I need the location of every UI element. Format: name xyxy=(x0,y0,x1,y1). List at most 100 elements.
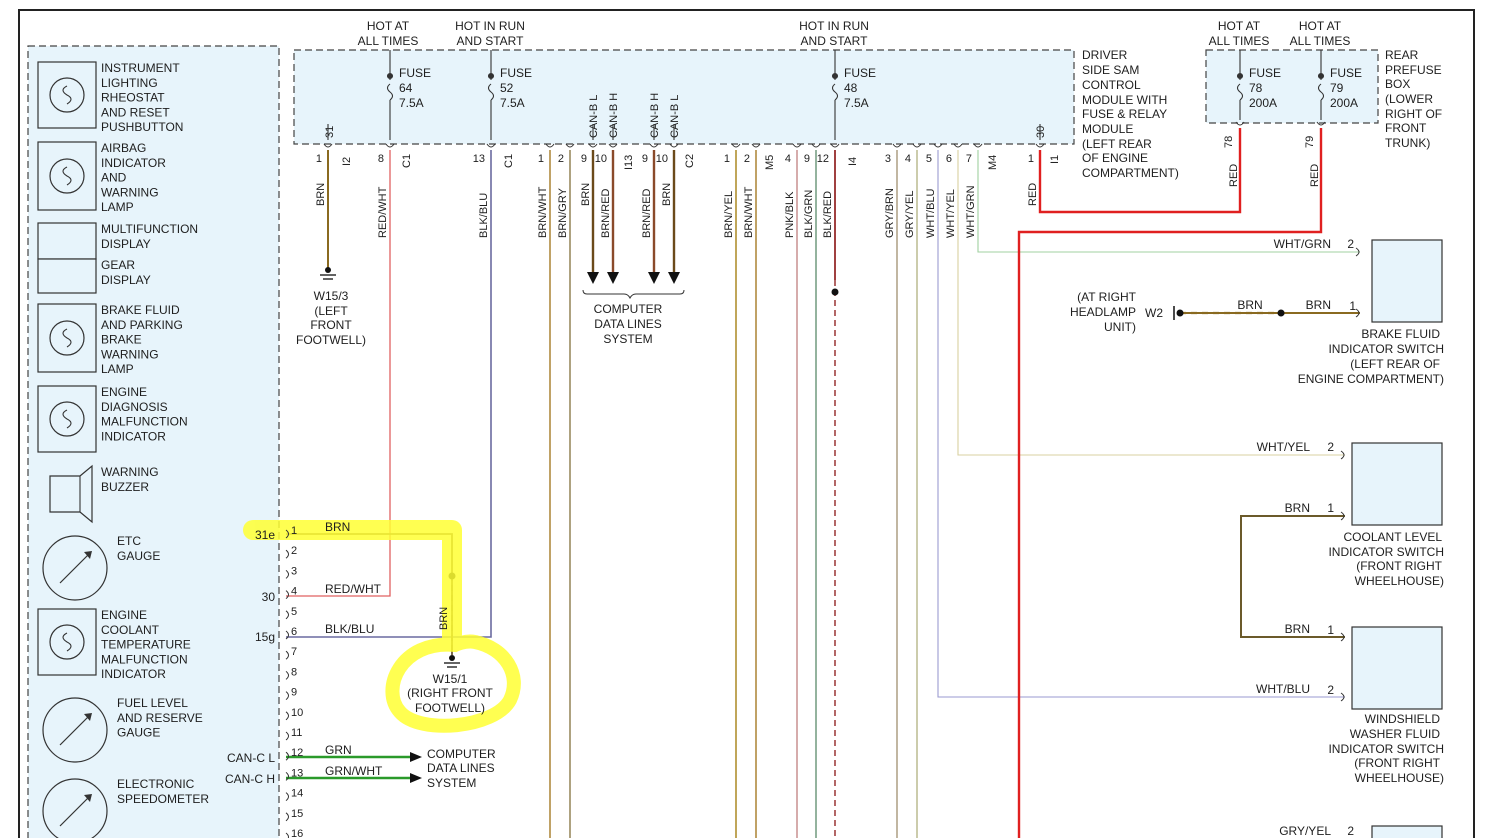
gauge-icon xyxy=(42,697,108,763)
wire-wht-yel-17 xyxy=(957,150,1345,456)
cluster-pin-arc-2 xyxy=(285,570,289,579)
cluster-pin-15: 16 xyxy=(291,828,303,838)
cluster-item-7-line-1: GAUGE xyxy=(117,549,160,563)
cluster-pin-2: 3 xyxy=(291,565,297,577)
cluster-data-lines-2: DATA LINES xyxy=(427,761,495,775)
data-arrow-0 xyxy=(587,272,599,284)
header-hot-in-run-2: HOT IN RUN xyxy=(799,19,869,33)
pin-wire-color-0: BRN xyxy=(315,183,327,206)
header-hot-at-all-times-3-line2: ALL TIMES xyxy=(1290,34,1351,48)
pin-number-16: 5 xyxy=(926,153,932,165)
switch-coolant-level: WHT/YEL 2 BRN 1 COOLANT LEVEL INDICATOR … xyxy=(1257,440,1444,588)
pin-wire-color-4: BRN/GRY xyxy=(557,187,569,238)
brake-switch-label-3: (LEFT REAR OF xyxy=(1350,357,1440,371)
data-arrow-3 xyxy=(668,272,680,284)
cluster-signal-can-c-h: CAN-C H xyxy=(225,772,275,786)
sam-data-lines-2: DATA LINES xyxy=(594,317,662,331)
pin-connector-5 xyxy=(588,143,598,148)
pin-connector-16 xyxy=(933,143,943,148)
connector-labels: I2 C1 C1 I13 C2 M5 I4 M4 I1 xyxy=(341,154,1061,170)
sam-can-b-h-1: CAN-B H xyxy=(608,93,620,138)
cluster-item-2-line-1: DISPLAY xyxy=(101,237,151,251)
ground-w15-3-loc2: FRONT xyxy=(310,318,352,332)
fuse-78-label: FUSE xyxy=(1249,66,1281,80)
gauge-icon xyxy=(42,778,108,838)
sam-label-1: DRIVER xyxy=(1082,48,1128,62)
ground-w2-label: W2 xyxy=(1145,306,1163,320)
pin-wire-color-7: BRN/RED xyxy=(641,188,653,238)
rear-box-label-6: FRONT xyxy=(1385,121,1427,135)
gauge-needle-10 xyxy=(59,795,91,827)
coolant-switch-pin-top: 2 xyxy=(1327,440,1334,454)
pin-wire-color-17: WHT/YEL xyxy=(945,189,957,238)
header-hot-at-all-times-1: HOT AT xyxy=(367,19,410,33)
pin-connector-8 xyxy=(669,143,679,148)
cluster-pin-4: 5 xyxy=(291,606,297,618)
cluster-item-4-line-4: LAMP xyxy=(101,362,134,376)
connector-i4: I4 xyxy=(847,157,859,166)
cluster-item-8-line-2: TEMPERATURE xyxy=(101,638,191,652)
cluster-item-6-line-0: WARNING xyxy=(101,465,159,479)
pin-connector-10 xyxy=(751,143,761,148)
pin-number-15: 4 xyxy=(905,153,911,165)
pin-number-4: 2 xyxy=(558,153,564,165)
pin-wire-color-8: BRN xyxy=(661,183,673,206)
rear-box-label-4: (LOWER xyxy=(1385,92,1433,106)
cluster-item-4-line-2: BRAKE xyxy=(101,333,142,347)
rear-pin-arc-0 xyxy=(1235,121,1245,126)
sam-label-9: COMPARTMENT) xyxy=(1082,166,1179,180)
ground-dot-1 xyxy=(449,655,455,661)
cluster-item-1-line-3: WARNING xyxy=(101,185,159,199)
fuse-48-number: 48 xyxy=(844,81,858,95)
sam-label-4: MODULE WITH xyxy=(1082,93,1167,107)
cluster-pin-14: 15 xyxy=(291,808,303,820)
rear-box-label-3: BOX xyxy=(1385,77,1410,91)
cluster-wire-red-wht: RED/WHT xyxy=(325,582,382,596)
cluster-item-8-line-3: MALFUNCTION xyxy=(101,652,188,666)
pin-connector-15 xyxy=(912,143,922,148)
cluster-pin-arc-10 xyxy=(285,731,289,741)
rear-pin-arc-1 xyxy=(1316,121,1326,126)
cluster-wire-grn-wht: GRN/WHT xyxy=(325,764,383,778)
sam-label-7: (LEFT REAR xyxy=(1082,137,1152,151)
lamp-box-4 xyxy=(37,303,97,373)
pin-wire-color-2: BLK/BLU xyxy=(478,193,490,238)
cluster-item-2-line-0: MULTIFUNCTION xyxy=(101,222,198,236)
cluster-item-1-line-2: AND xyxy=(101,171,127,185)
cluster-item-0-line-4: PUSHBUTTON xyxy=(101,120,183,134)
cluster-item-5-line-1: DIAGNOSIS xyxy=(101,400,168,414)
washer-switch-wire-top: BRN xyxy=(1285,622,1310,636)
switch-pin-arc-5 xyxy=(1340,692,1345,702)
pin-number-6: 10 xyxy=(595,153,607,165)
pin-connector-11 xyxy=(792,143,802,148)
fuse-64-rating: 7.5A xyxy=(399,96,424,110)
fuse-78-number: 78 xyxy=(1249,81,1263,95)
coolant-switch-label-1: COOLANT LEVEL xyxy=(1344,530,1443,544)
pin-wire-color-6: BRN/RED xyxy=(600,188,612,238)
pin-number-14: 3 xyxy=(885,153,891,165)
connector-c2: C2 xyxy=(684,154,696,168)
wire-wht-blu-16 xyxy=(937,150,1345,698)
pin-wire-color-18: WHT/GRN xyxy=(965,185,977,238)
sam-label-2: SIDE SAM xyxy=(1082,63,1139,77)
sam-can-b-l-1: CAN-B L xyxy=(588,95,600,138)
cluster-data-lines-3: SYSTEM xyxy=(427,776,476,790)
data-arrow-1 xyxy=(607,272,619,284)
w2-dot-left xyxy=(1176,309,1184,317)
cluster-pin-arc-13 xyxy=(285,792,289,801)
cluster-item-9-line-1: AND RESERVE xyxy=(117,711,203,725)
fuse-79-number: 79 xyxy=(1330,81,1344,95)
sam-pin-30: 30 xyxy=(1035,126,1047,138)
header-hot-in-run-2-line2: AND START xyxy=(801,34,869,48)
rear-prefuse-box xyxy=(1205,49,1379,124)
header-hot-in-run-1-line2: AND START xyxy=(457,34,525,48)
cluster-item-8-line-1: COOLANT xyxy=(101,623,160,637)
coolant-switch-wire-bottom: BRN xyxy=(1285,501,1310,515)
cluster-item-8-line-4: INDICATOR xyxy=(101,667,166,681)
